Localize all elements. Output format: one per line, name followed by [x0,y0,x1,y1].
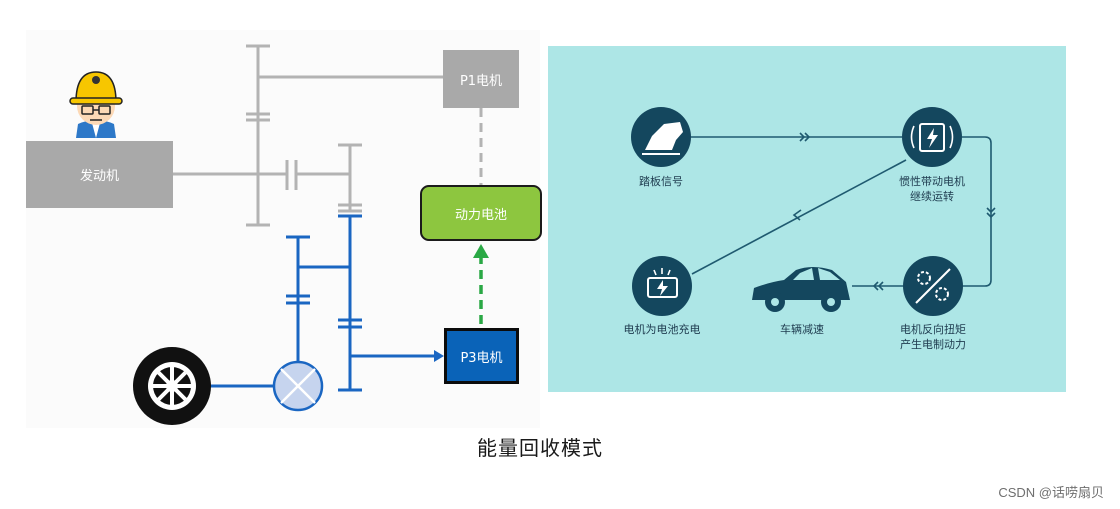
gray-shafts [173,44,443,227]
flow-chevrons [792,132,996,291]
csdn-watermark: CSDN @话唠扇贝 [998,485,1104,500]
car-icon [752,267,850,312]
wheel-icon [133,347,211,425]
pedal-signal-label: 踏板信号 [639,175,683,188]
battery-charge-icon [632,256,692,316]
p3-arrowhead [434,350,444,362]
charge-arrow [473,244,489,324]
reverse-torque-icon [903,256,963,316]
p1-motor-label: P1电机 [459,73,503,89]
differential-icon [272,360,324,412]
inertia-label: 惯性带动电机 继续运转 [862,174,1002,204]
charge-battery-label: 电机为电池充电 [623,323,701,336]
foot-pedal-icon [631,107,691,167]
inertia-label-line1: 惯性带动电机 [899,175,965,188]
regen-flow-panel [548,46,1066,392]
engineer-avatar [69,71,123,138]
inertia-label-line2: 继续运转 [910,190,954,203]
engine-label: 发动机 [79,169,119,184]
p3-motor-label: P3电机 [460,350,503,366]
power-battery-box: 动力电池 [420,185,542,241]
motor-icon [902,107,962,167]
p3-motor-box: P3电机 [444,328,519,384]
engine-box: 发动机 [26,141,173,208]
reverse-torque-label-line1: 电机反向扭矩 [900,323,966,336]
blue-shafts [185,214,438,392]
vehicle-decel-label: 车辆减速 [780,323,824,336]
p1-motor-box: P1电机 [443,50,519,108]
reverse-torque-label-line2: 产生电制动力 [900,338,966,351]
reverse-torque-label: 电机反向扭矩 产生电制动力 [863,322,1003,352]
power-battery-label: 动力电池 [454,207,507,223]
figure-caption: 能量回收模式 [477,436,603,460]
